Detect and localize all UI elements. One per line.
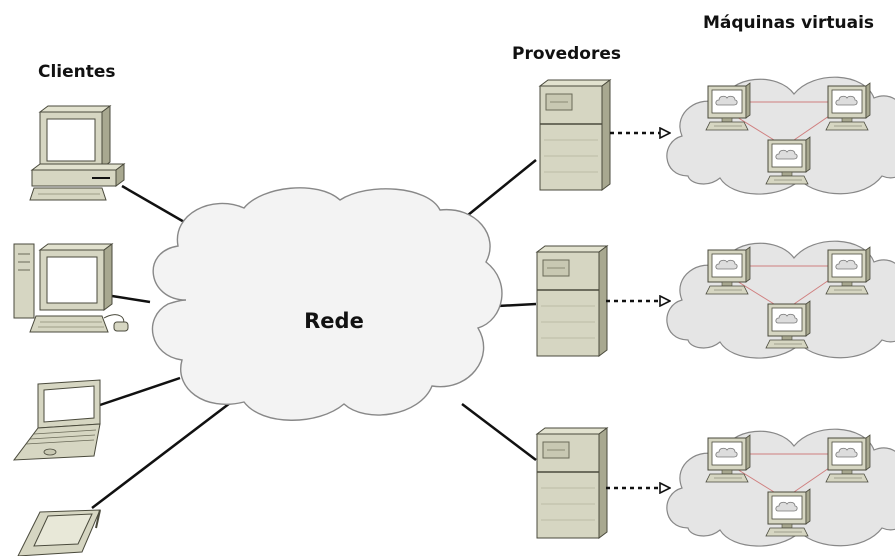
vm-cloud-group-3	[667, 429, 895, 546]
link-network-server2	[497, 302, 537, 308]
virtual-machines-heading: Máquinas virtuais	[703, 13, 874, 33]
network-cloud	[151, 187, 503, 421]
link-laptop-network	[99, 376, 181, 407]
clients-heading: Clientes	[38, 62, 116, 82]
pda-icon	[17, 509, 101, 556]
link-network-server3	[461, 403, 537, 461]
arrows	[606, 133, 669, 488]
desktop-computer-icon	[29, 105, 126, 201]
server-icon	[536, 427, 608, 539]
link-pda-network	[91, 399, 235, 509]
server-icon	[539, 79, 611, 191]
vm-cloud-group-1	[667, 77, 895, 194]
server-icon	[536, 245, 608, 357]
network-label: Rede	[304, 309, 364, 333]
link-workstation-network	[111, 294, 151, 304]
providers-heading: Provedores	[512, 44, 621, 64]
laptop-icon	[12, 379, 101, 461]
vm-cloud-group-2	[667, 241, 895, 358]
workstation-icon	[13, 243, 129, 333]
